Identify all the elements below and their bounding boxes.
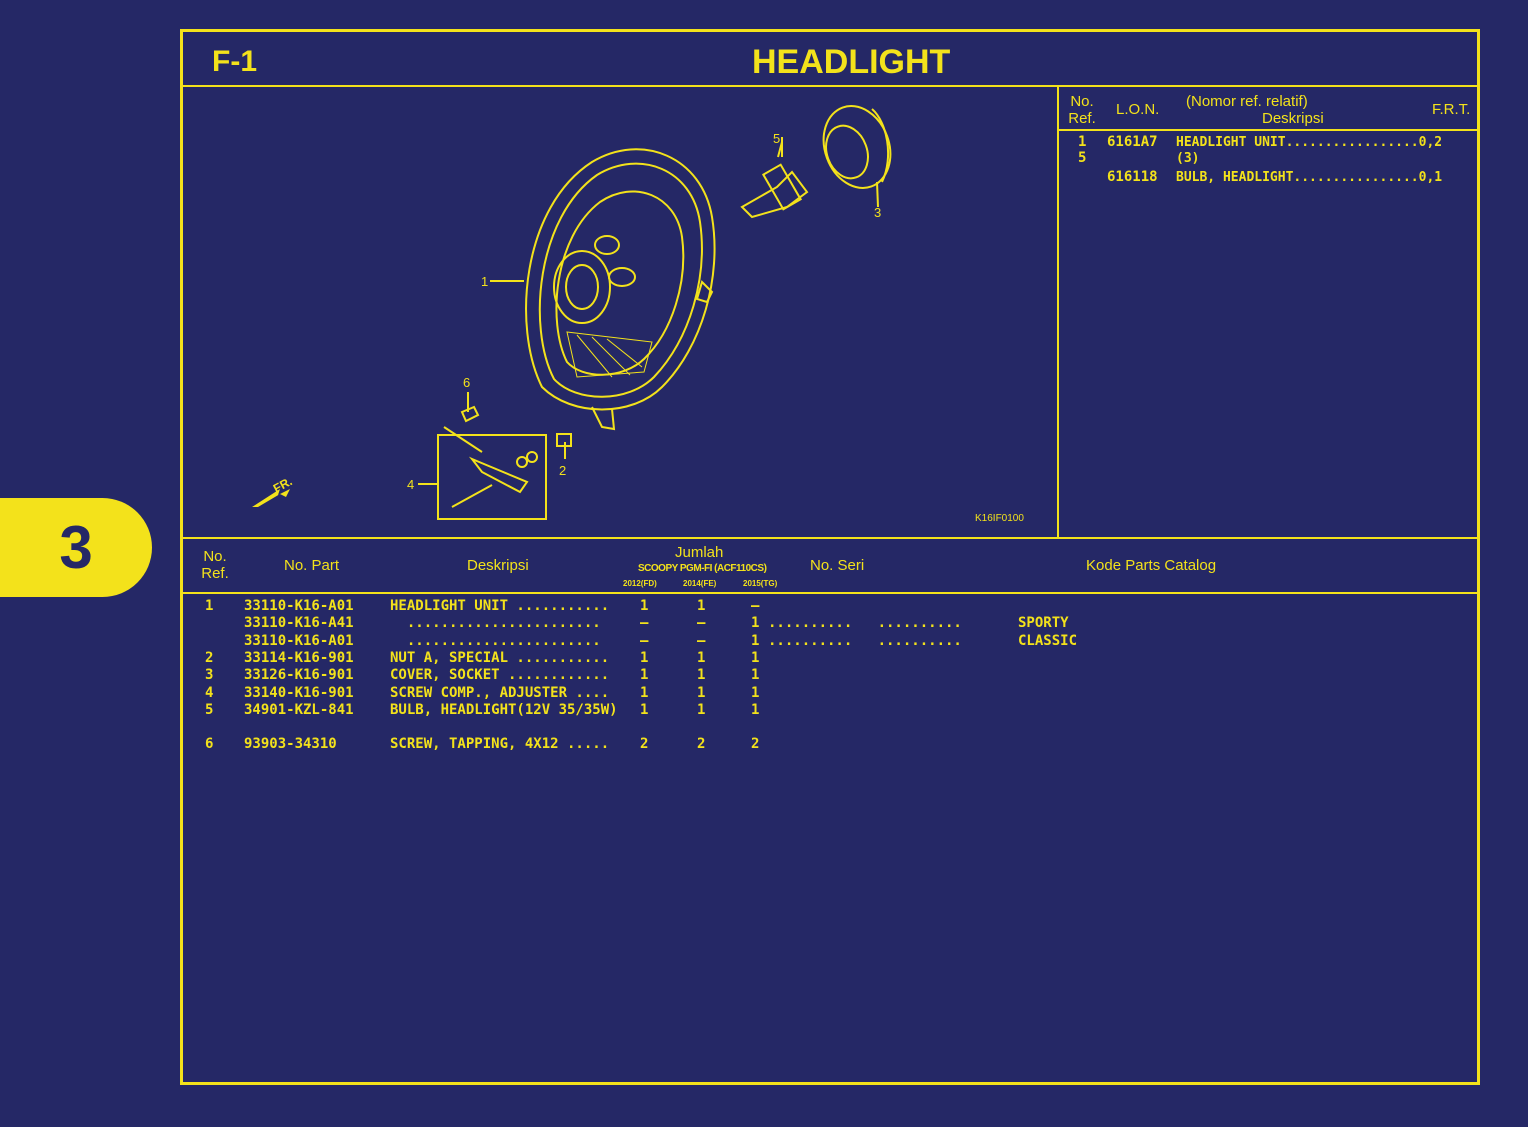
parts-cell-q1: 2 [640, 736, 649, 752]
fr-label: FR. [271, 474, 295, 495]
adjuster-drawing [437, 434, 547, 520]
parts-cell-q1: – [640, 615, 649, 631]
parts-cell-q1: 1 [640, 667, 649, 683]
parts-cell-part: 33126-K16-901 [244, 667, 354, 683]
frt-header-frt: F.R.T. [1432, 101, 1471, 118]
parts-cell-q2: 1 [697, 685, 706, 701]
callout-5: 5 [773, 131, 780, 146]
frt-row-3-desc: BULB, HEADLIGHT................0,1 [1176, 170, 1443, 185]
parts-cell-q1: 1 [640, 598, 649, 614]
parts-cell-desc: BULB, HEADLIGHT(12V 35/35W) [390, 702, 618, 718]
frt-row-1-desc: HEADLIGHT UNIT.................0,2 [1176, 135, 1443, 150]
frt-row-2-ref: 5 [1078, 150, 1087, 166]
parts-cell-q1: 1 [640, 685, 649, 701]
parts-cell-q3: 1 [751, 685, 760, 701]
parts-cell-q3: 1 [751, 615, 760, 631]
exploded-diagram: 1 2 3 4 5 6 FR. K16IF0100 [252, 105, 1024, 524]
parts-cell-q3: 1 [751, 650, 760, 666]
parts-cell-ref: 3 [205, 667, 214, 683]
parts-cell-ref: 1 [205, 598, 214, 614]
parts-cell-q2: 2 [697, 736, 706, 752]
parts-cell-q1: – [640, 633, 649, 649]
catalog-frame [180, 29, 1480, 1085]
parts-cell-desc: SCREW COMP., ADJUSTER .... [390, 685, 610, 701]
parts-cell-q1: 1 [640, 650, 649, 666]
drawing-code: K16IF0100 [975, 513, 1024, 524]
parts-cell-ref: 5 [205, 702, 214, 718]
parts-cell-kode: SPORTY [1018, 615, 1069, 631]
parts-cell-q2: – [697, 615, 706, 631]
parts-cell-ref: 2 [205, 650, 214, 666]
parts-cell-desc: NUT A, SPECIAL ........... [390, 650, 610, 666]
callout-4: 4 [407, 477, 414, 492]
parts-header-no-ref: No. Ref. [201, 548, 229, 582]
callout-2: 2 [559, 463, 566, 478]
parts-cell-part: 93903-34310 [244, 736, 337, 752]
frt-header-no-ref: No. Ref. [1068, 93, 1096, 127]
parts-cell-kode: CLASSIC [1018, 633, 1078, 649]
parts-cell-part: 33140-K16-901 [244, 685, 354, 701]
frt-row-3-lon: 616118 [1107, 169, 1158, 185]
title-divider [180, 85, 1480, 87]
parts-cell-q3: 1 [751, 633, 760, 649]
parts-header-model: SCOOPY PGM-FI (ACF110CS) [638, 563, 767, 574]
parts-cell-part: 33114-K16-901 [244, 650, 354, 666]
parts-cell-desc: ....................... [390, 633, 601, 649]
bulb-drawing [740, 137, 809, 219]
parts-cell-ref: 4 [205, 685, 214, 701]
parts-cell-q3: 1 [751, 667, 760, 683]
section-tab-number: 3 [59, 514, 93, 581]
tapping-screw-drawing [443, 405, 483, 453]
parts-header-divider [180, 592, 1480, 594]
frt-header-divider [1059, 129, 1480, 131]
parts-header-year-3: 2015(TG) [743, 579, 778, 588]
parts-header-kode: Kode Parts Catalog [1086, 557, 1217, 574]
callout-6: 6 [463, 375, 470, 390]
section-tab-badge[interactable]: 3 [0, 498, 152, 597]
diagram-frt-divider [1057, 86, 1059, 538]
frt-row-2-desc: (3) [1176, 151, 1200, 166]
callout-1: 1 [481, 274, 488, 289]
page-title: HEADLIGHT [752, 43, 951, 81]
front-arrow-icon [252, 489, 290, 507]
headlight-unit-drawing [525, 148, 716, 431]
parts-cell-ref: 6 [205, 736, 214, 752]
parts-cell-q2: – [697, 633, 706, 649]
parts-cell-q3: 2 [751, 736, 760, 752]
parts-cell-q2: 1 [697, 702, 706, 718]
parts-header-no-part: No. Part [284, 557, 340, 574]
parts-cell-seri: .......... .......... [768, 615, 962, 631]
parts-header-no-seri: No. Seri [810, 557, 865, 574]
frt-header-lon: L.O.N. [1116, 101, 1160, 118]
parts-cell-desc: HEADLIGHT UNIT ........... [390, 598, 610, 614]
nut-drawing [556, 433, 572, 447]
frt-row-1-lon: 6161A7 [1107, 134, 1158, 150]
parts-cell-part: 33110-K16-A41 [244, 615, 354, 631]
frt-row-1-ref: 1 [1078, 134, 1087, 150]
parts-cell-q3: 1 [751, 702, 760, 718]
parts-header-jumlah: Jumlah [675, 544, 724, 561]
parts-header-year-2: 2014(FE) [683, 579, 717, 588]
callout-3: 3 [874, 205, 881, 220]
parts-cell-part: 33110-K16-A01 [244, 633, 354, 649]
frt-header-desc: Deskripsi [1262, 110, 1324, 127]
parts-header-deskripsi: Deskripsi [467, 557, 529, 574]
parts-cell-q3: – [751, 598, 760, 614]
section-code: F-1 [212, 45, 257, 78]
parts-header-year-1: 2012(FD) [623, 579, 657, 588]
parts-cell-q1: 1 [640, 702, 649, 718]
parts-cell-desc: SCREW, TAPPING, 4X12 ..... [390, 736, 610, 752]
parts-cell-seri: .......... .......... [768, 633, 962, 649]
parts-cell-desc: COVER, SOCKET ............ [390, 667, 610, 683]
parts-cell-part: 33110-K16-A01 [244, 598, 354, 614]
parts-cell-desc: ....................... [390, 615, 601, 631]
parts-cell-q2: 1 [697, 667, 706, 683]
diagram-bottom-divider [180, 537, 1480, 539]
frt-header-desc-top: (Nomor ref. relatif) [1186, 93, 1308, 110]
socket-cover-drawing [822, 105, 892, 208]
parts-cell-q2: 1 [697, 650, 706, 666]
parts-cell-part: 34901-KZL-841 [244, 702, 354, 718]
parts-cell-q2: 1 [697, 598, 706, 614]
